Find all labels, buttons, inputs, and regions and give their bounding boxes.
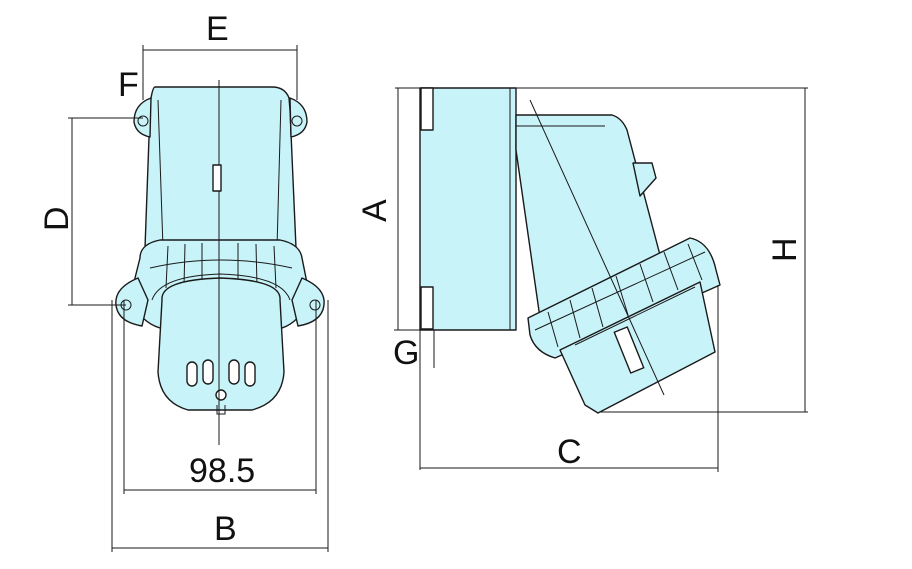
label-d: D — [38, 206, 76, 231]
side-top-tab — [420, 87, 434, 131]
front-bevel-right — [276, 99, 282, 249]
side-bottom-tab — [420, 286, 434, 330]
side-dimensions — [394, 87, 808, 472]
front-top-left-hole — [137, 115, 149, 127]
front-bottom-right-hole — [309, 299, 321, 311]
front-center-slot — [212, 164, 222, 192]
label-b: B — [214, 510, 237, 548]
front-top-right-ear — [289, 97, 308, 138]
label-c: C — [557, 433, 582, 471]
side-collar-ribs — [547, 243, 703, 348]
front-top-right-hole — [291, 115, 303, 127]
front-collar-ridge — [149, 259, 293, 269]
front-view — [115, 80, 325, 445]
front-inner-ring — [151, 273, 291, 301]
front-bevel-left — [157, 99, 164, 249]
side-latch — [632, 162, 657, 197]
label-h: H — [766, 237, 804, 262]
front-pins — [186, 359, 256, 401]
side-plug-inner — [574, 286, 696, 346]
label-a: A — [356, 199, 394, 222]
side-plug — [559, 281, 716, 414]
label-g: G — [393, 334, 419, 372]
front-dimensions — [68, 45, 329, 552]
side-view — [419, 87, 721, 414]
side-collar — [527, 237, 721, 359]
label-f: F — [118, 66, 139, 104]
label-width-value: 98.5 — [189, 452, 255, 490]
side-plug-slot — [613, 326, 645, 374]
front-keyway — [216, 405, 226, 415]
label-e: E — [206, 10, 229, 48]
front-collar-ribs — [165, 243, 277, 289]
side-box — [419, 87, 517, 331]
side-centerline — [529, 99, 665, 396]
side-collar-ridge — [534, 251, 706, 331]
